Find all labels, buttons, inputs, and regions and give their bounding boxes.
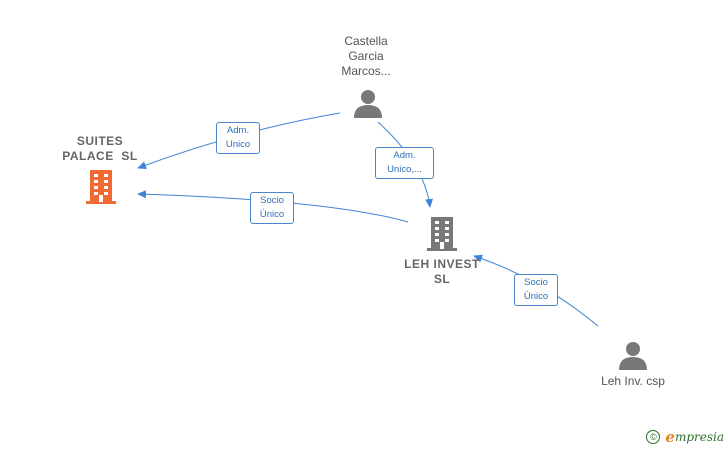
copyright-icon: © bbox=[646, 430, 661, 444]
castella-label[interactable]: Castella Garcia Marcos... bbox=[326, 34, 406, 79]
leh-inv-csp-label[interactable]: Leh Inv. csp bbox=[583, 374, 683, 389]
brand-logo-text: mpresia bbox=[674, 430, 724, 444]
leh-invest-label-line-2: SL bbox=[433, 272, 451, 286]
castella-label-line-1: Castella bbox=[344, 34, 388, 48]
edge-label-line-2: Unico,... bbox=[387, 164, 422, 175]
person-icon[interactable] bbox=[353, 88, 383, 118]
leh-inv-csp-label-line-1: Leh Inv. csp bbox=[601, 374, 665, 388]
edge-label-line-1: Adm. bbox=[393, 150, 416, 161]
edge-leh-to-suites bbox=[137, 190, 409, 223]
edge-label-line-2: Único bbox=[523, 291, 549, 302]
suites-palace-label-line-1: SUITES bbox=[76, 134, 124, 148]
edge-label-line-2: Único bbox=[259, 209, 285, 220]
castella-label-line-3: Marcos... bbox=[341, 64, 391, 78]
person-icon[interactable] bbox=[618, 340, 648, 370]
building-icon[interactable] bbox=[426, 216, 458, 252]
edge-label-leh-to-suites[interactable]: Socio Único bbox=[250, 192, 294, 224]
suites-palace-label-line-2: PALACE SL bbox=[62, 149, 138, 163]
edge-label-line-1: Adm. bbox=[226, 125, 250, 136]
edge-label-line-2: Unico bbox=[225, 139, 251, 150]
edge-label-castella-to-suites[interactable]: Adm. Unico bbox=[216, 122, 260, 154]
leh-invest-label-line-1: LEH INVEST bbox=[404, 257, 480, 271]
castella-label-line-2: Garcia bbox=[348, 49, 384, 63]
edge-label-line-1: Socio bbox=[524, 277, 548, 288]
brand-logo-initial: e bbox=[665, 428, 675, 446]
suites-palace-label[interactable]: SUITES PALACE SL bbox=[48, 134, 152, 164]
building-icon[interactable] bbox=[85, 169, 117, 205]
edge-label-line-1: Socio bbox=[260, 195, 284, 206]
edge-label-castella-to-leh[interactable]: Adm. Unico,... bbox=[375, 147, 434, 179]
leh-invest-label[interactable]: LEH INVEST SL bbox=[396, 257, 488, 287]
edge-label-csp-to-leh[interactable]: Socio Único bbox=[514, 274, 558, 306]
